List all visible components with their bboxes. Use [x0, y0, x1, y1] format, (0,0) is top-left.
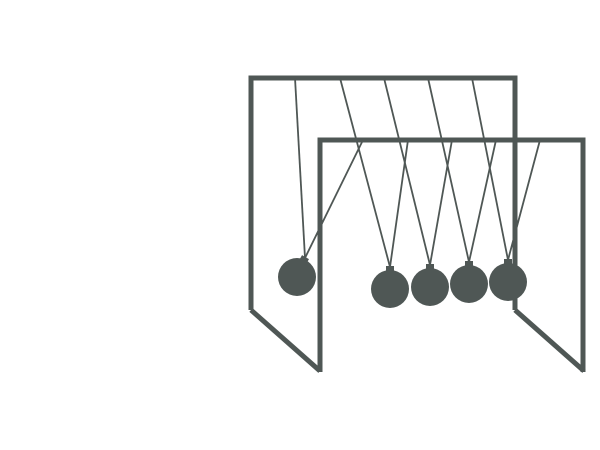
- pendulum-ball: [411, 268, 449, 306]
- pendulum-ball: [371, 270, 409, 308]
- pendulum-string: [429, 139, 453, 266]
- back-frame-left-foot: [249, 308, 322, 373]
- front-frame-top: [317, 137, 586, 372]
- pendulum-ball: [278, 258, 316, 296]
- pendulum-string: [471, 77, 509, 261]
- pendulum-ball: [489, 263, 527, 301]
- pendulum-string: [294, 77, 306, 259]
- ball-cap: [426, 264, 434, 270]
- ball-cap: [504, 259, 512, 265]
- balls: [278, 255, 527, 308]
- ball-cap: [386, 266, 394, 272]
- front-frame: [317, 137, 586, 372]
- pendulum-string: [304, 139, 364, 259]
- pendulum-string: [468, 139, 497, 263]
- back-frame-top: [248, 75, 518, 310]
- back-frame-right-foot: [513, 308, 586, 373]
- pendulum-string: [389, 139, 409, 268]
- pendulum-string: [427, 77, 470, 263]
- ball-cap: [465, 261, 473, 267]
- pendulum-string: [383, 77, 431, 266]
- pendulum-string: [339, 77, 391, 268]
- strings: [294, 77, 541, 268]
- pendulum-string: [507, 139, 541, 261]
- pendulum-ball: [450, 265, 488, 303]
- back-frame: [248, 75, 586, 373]
